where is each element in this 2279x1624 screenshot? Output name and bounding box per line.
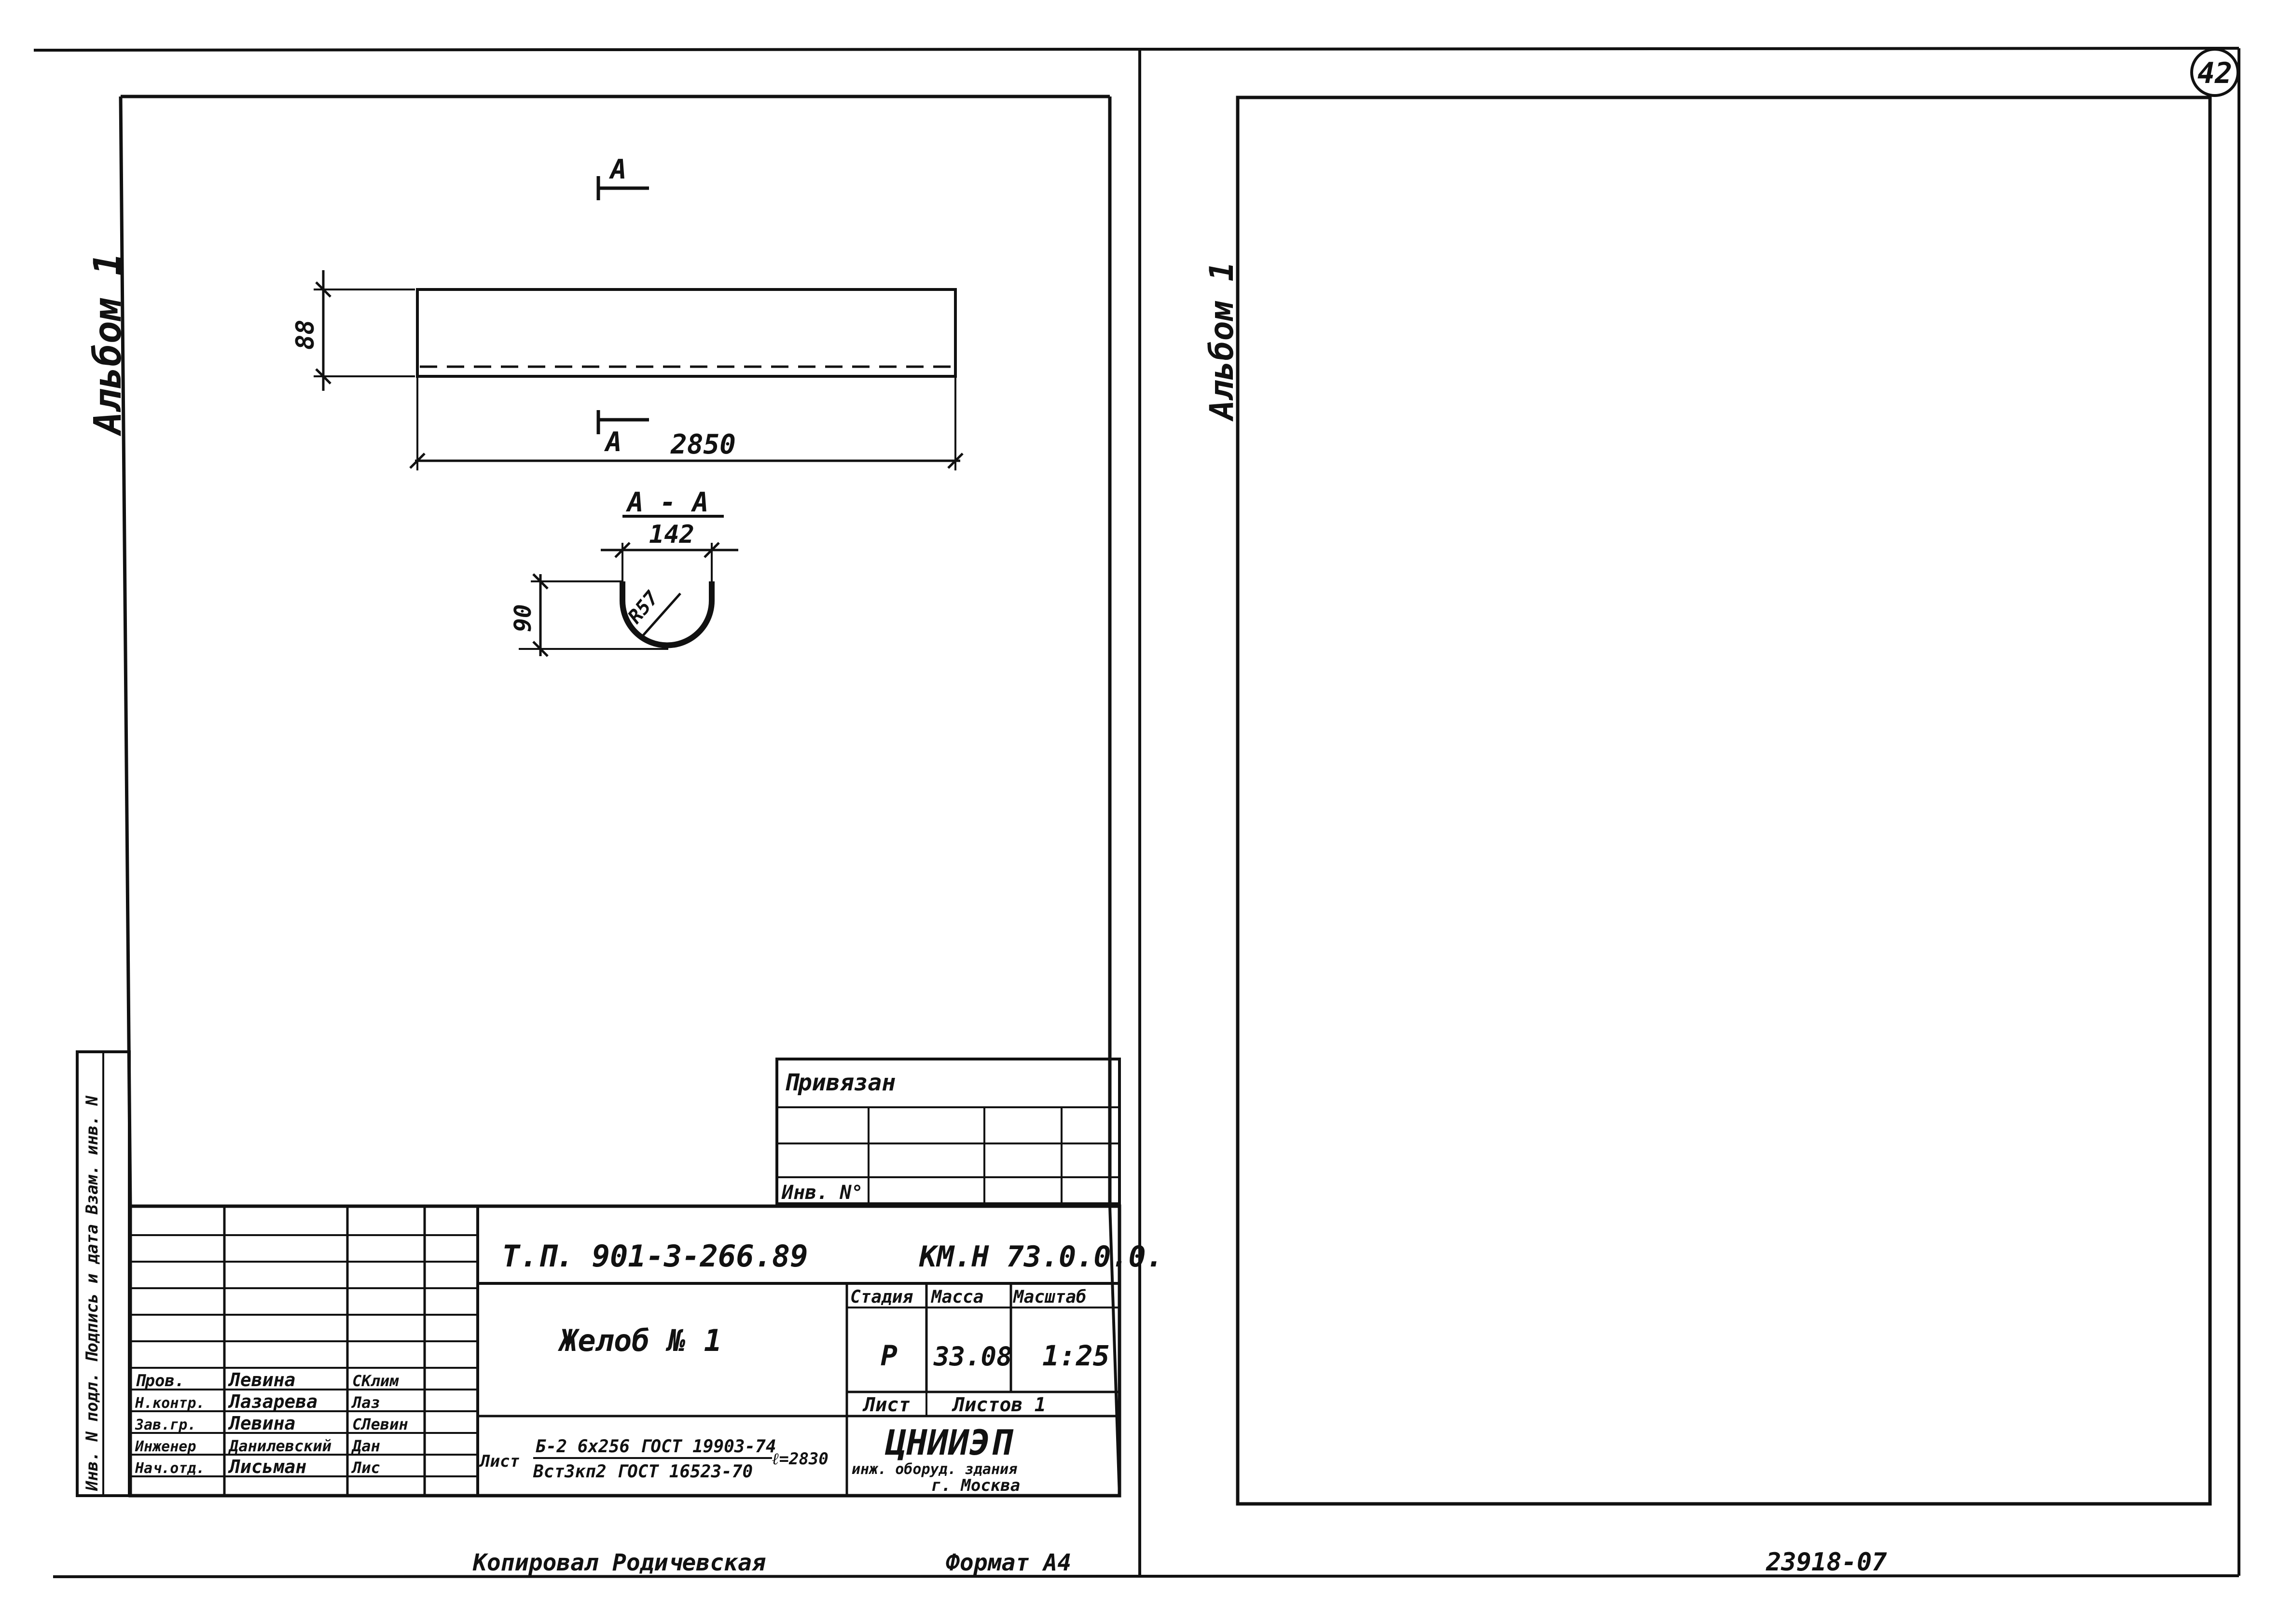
tie-in-table: Привязан Инв. N° [775,1058,1121,1205]
scale-label: Масштаб [1013,1287,1087,1307]
dim-length: 2850 [409,376,964,470]
mass-value: 33.08 [933,1341,1012,1372]
side-strip-label: Инв. N подл. Подпись и дата Взам. инв. N [83,1096,102,1491]
org-sub: инж. оборуд. здания [852,1461,1017,1478]
footer-code: 23918-07 [1766,1548,1887,1577]
signature-sign: Дан [351,1437,380,1455]
mass-label: Масса [931,1287,983,1307]
page-number-badge: 42 [2190,48,2239,97]
signature-name: Левина [228,1413,295,1434]
signature-role: Зав.гр. [135,1417,196,1433]
stage-value: Р [881,1339,898,1372]
org-name: ЦНИИЭП [884,1422,1014,1463]
signature-role: Пров. [135,1371,184,1390]
album-label-right: Альбом 1 [1203,261,1241,422]
signature-role: Инженер [135,1438,196,1455]
footer-copied-by: Копировал Родичевская [472,1549,766,1576]
section-mark-bottom-letter: А [604,427,622,458]
signature-sign: Лаз [351,1393,380,1412]
item-name: Желоб № 1 [558,1323,722,1358]
right-sheet-frame [1236,96,2212,1506]
signature-sign: СЛевин [352,1415,408,1433]
drawing-code: КМ.Н 73.0.0.0. [919,1240,1163,1274]
top-border-line [33,47,2239,52]
left-sheet: Альбом 1 Инв. N подл. Подпись и дата Вза… [76,95,1163,1576]
footer-format: Формат А4 [946,1549,1071,1576]
sheets-label: Листов 1 [952,1394,1046,1416]
side-strip: Инв. N подл. Подпись и дата Взам. инв. N [76,1050,131,1497]
title-block: Пров. Левина СКлим Н.контр. Лазарева Лаз… [128,1204,1163,1498]
section-title: А - А [625,487,709,518]
tie-in-inv-label: Инв. N° [781,1182,863,1204]
gutter-profile [620,581,715,648]
sheet-label: Лист [862,1394,910,1416]
material-label: Лист [479,1452,520,1471]
section-mark-top: А [596,154,649,200]
signature-role: Н.контр. [135,1395,205,1412]
right-sheet: Альбом 1 23918-07 [1203,96,2212,1577]
stage-label: Стадия [850,1287,913,1307]
org-city: г. Москва [931,1476,1020,1495]
tie-in-title: Привязан [784,1069,896,1096]
signature-name: Левина [228,1369,295,1390]
dim-width-value: 142 [649,520,694,549]
dim-length-value: 2850 [670,429,736,460]
material-top: Б-2 6х256 ГОСТ 19903-74 [536,1437,776,1457]
dim-height: 88 [291,270,415,391]
page-number: 42 [2197,56,2232,90]
signature-sign: СКлим [352,1372,399,1390]
album-label-left: Альбом 1 [86,253,130,437]
signature-rows: Пров. Левина СКлим Н.контр. Лазарева Лаз… [135,1369,408,1477]
left-sheet-frame-left [119,96,132,1207]
material-bottom: Вст3кп2 ГОСТ 16523-70 [533,1462,753,1482]
signature-name: Данилевский [228,1437,331,1455]
signature-name: Лазарева [228,1391,318,1412]
signature-sign: Лис [351,1459,380,1477]
material-length: ℓ=2830 [772,1449,829,1469]
section-a-a: А - А 142 90 R57 [510,487,738,657]
scale-value: 1:25 [1042,1339,1110,1372]
designation: Т.П. 901-3-266.89 [502,1239,808,1274]
gutter-plan-view [416,288,957,378]
signature-role: Нач.отд. [135,1460,205,1477]
section-mark-bottom: А [596,410,649,458]
bottom-border-line [53,1574,2239,1578]
dim-depth-value: 90 [510,604,537,632]
dim-height-value: 88 [291,319,320,350]
section-mark-top-letter: А [608,154,627,185]
signature-name: Лисьман [228,1456,306,1477]
